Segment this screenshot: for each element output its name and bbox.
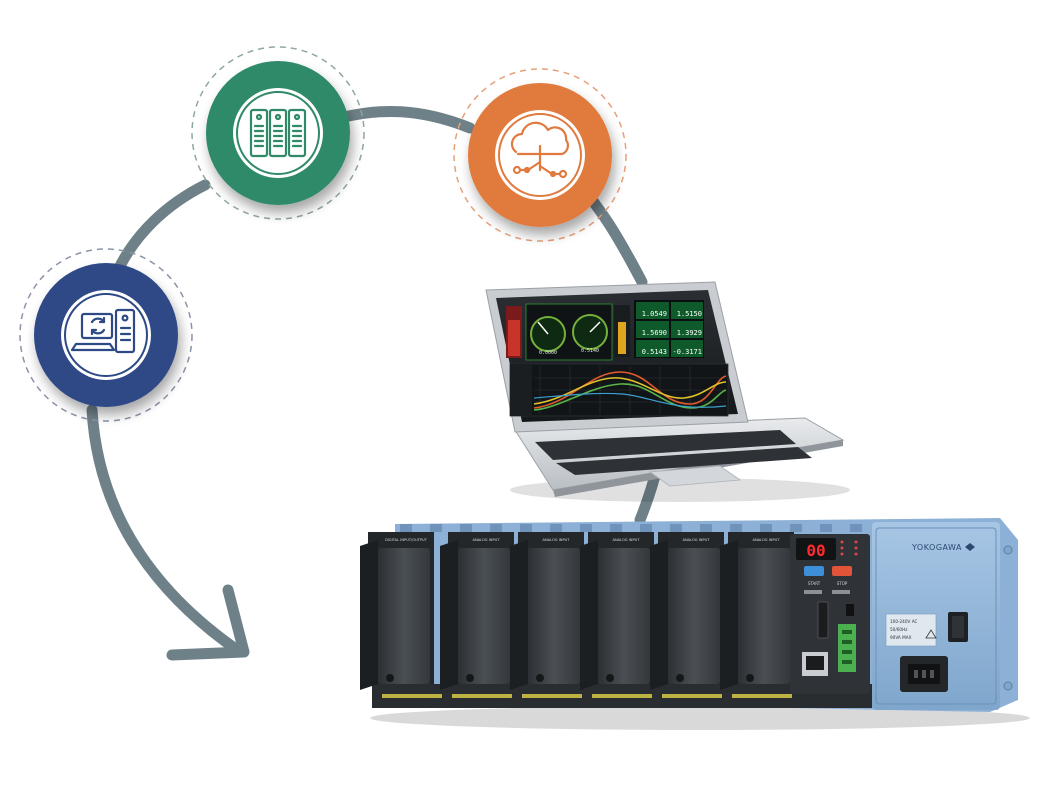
power-rating: 90VA MAX — [890, 635, 912, 640]
brand-diamond-icon — [965, 543, 975, 551]
warning-icon — [925, 629, 937, 639]
start-label: START — [808, 581, 821, 586]
rating-label — [885, 613, 937, 647]
readout-2: 1.5150 — [677, 310, 702, 318]
node-software — [19, 248, 193, 422]
arrowhead-icon — [166, 584, 250, 661]
cpu-module: 00 START STOP — [790, 534, 870, 694]
brand-logo: YOKOGAWA — [911, 543, 962, 552]
module-label: ANALOG INPUT — [613, 538, 641, 542]
power-voltage: 100-240V AC — [890, 619, 917, 624]
io-module: ANALOG INPUT — [580, 532, 654, 690]
power-frequency: 50/60Hz — [890, 627, 908, 632]
readout-5: 0.5143 — [642, 348, 667, 356]
keyboard — [535, 430, 812, 475]
laptop-sync-icon — [70, 308, 136, 354]
gauge-value-2: 0.5140 — [581, 348, 599, 354]
module-label: ANALOG INPUT — [753, 538, 781, 542]
io-module: ANALOG INPUT — [650, 532, 724, 690]
readout-6: -0.3171 — [672, 348, 702, 356]
readout-4: 1.3929 — [677, 329, 702, 337]
gauge-value-1: 0.0000 — [539, 350, 557, 356]
io-module: ANALOG INPUT — [720, 532, 794, 690]
node-cloud — [453, 68, 627, 242]
data-acquisition-device: DIGITAL INPUT/OUTPUT ANALOG INPUT ANALOG I… — [360, 518, 1030, 730]
module-label: DIGITAL INPUT/OUTPUT — [385, 538, 428, 542]
module-label: ANALOG INPUT — [473, 538, 501, 542]
io-module: ANALOG INPUT — [510, 532, 584, 690]
io-module: DIGITAL INPUT/OUTPUT — [360, 532, 434, 690]
module-label: ANALOG INPUT — [543, 538, 571, 542]
server-rack-icon — [249, 108, 307, 158]
readout-3: 1.5690 — [642, 329, 667, 337]
cloud-network-icon — [510, 121, 569, 179]
module-label: ANALOG INPUT — [683, 538, 711, 542]
seven-segment-display: 00 — [806, 541, 825, 560]
node-servers — [191, 46, 365, 220]
stop-label: STOP — [837, 581, 848, 586]
readout-1: 1.0549 — [642, 310, 667, 318]
laptop: 0.0000 0.5140 1.0549 1.5150 1.5690 1.392… — [485, 281, 850, 502]
stop-button[interactable] — [832, 566, 852, 576]
laptop-screen: 0.0000 0.5140 1.0549 1.5150 1.5690 1.392… — [506, 300, 729, 417]
io-module: ANALOG INPUT — [440, 532, 514, 690]
sd-card-slot[interactable] — [817, 601, 829, 639]
power-supply-module: YOKOGAWA 100-240V AC 50/60Hz 90VA MAX — [872, 522, 1013, 710]
usb-port[interactable] — [846, 604, 854, 616]
start-button[interactable] — [804, 566, 824, 576]
